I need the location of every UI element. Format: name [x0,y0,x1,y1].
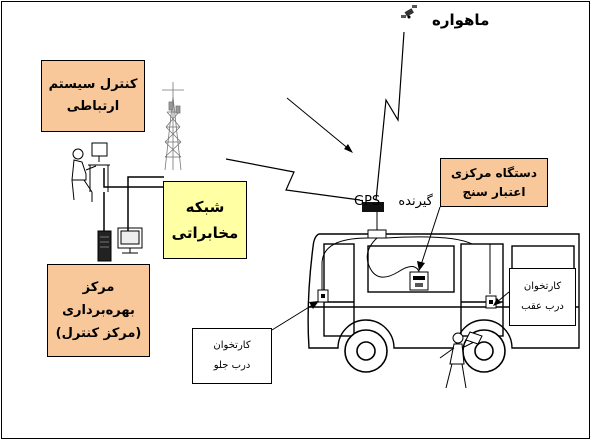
arrow-to-front-reader [271,301,319,331]
bus-wheels [344,329,506,373]
comm-control-line1: کنترل سیستم [48,77,138,92]
front-reader-box: کارتخوان درب جلو [192,328,272,384]
comm-control-box: کنترل سیستم ارتباطی [41,60,145,132]
gps-receiver-label: GPS گیرنده [354,194,433,209]
central-validator-line2: اعتبار سنج [462,184,526,199]
passenger-icon [439,331,483,389]
computer-monitor-icon [117,227,143,254]
bus-cabling [321,236,491,294]
operations-center-line2: بهره‌برداری [62,303,135,318]
front-reader-line2: درب جلو [213,360,251,371]
arrow-to-rear-reader [493,291,510,306]
operations-center-line3: (مرکز کنترل) [55,326,142,341]
central-validator-icon [409,271,429,291]
server-icon [97,230,112,262]
operations-center-box: مرکز بهره‌برداری (مرکز کنترل) [47,264,150,357]
satellite-signal-bolt [375,31,405,201]
front-reader-line1: کارتخوان [213,340,251,351]
comm-control-line2: ارتباطی [66,99,120,114]
network-line2: مخابراتی [171,224,239,242]
satellite-label: ماهواره [432,11,490,29]
central-validator-line1: دستگاه مرکزی [451,165,537,180]
incoming-signal-arrow [286,97,353,153]
network-signal-bolt [225,158,361,201]
front-card-reader-icon [317,289,329,303]
network-line1: شبکه [185,198,225,216]
link-server-to-network [127,176,164,231]
satellite-icon [401,5,417,19]
arrow-to-central-validator [417,206,441,271]
operations-center-line1: مرکز [82,280,115,295]
link-workstation-to-network [103,168,164,188]
central-validator-box: دستگاه مرکزی اعتبار سنج [440,158,548,207]
gps-receiver-gps-text: GPS [354,194,381,209]
antenna-tower-icon [162,82,184,171]
rear-reader-box: کارتخوان درب عقب [509,268,576,326]
gps-receiver-word-text: گیرنده [398,194,433,209]
rear-reader-line1: کارتخوان [523,281,562,292]
network-box: شبکه مخابراتی [163,181,247,259]
operator-workstation-icon [71,142,110,202]
rear-card-reader-icon [485,295,497,309]
rear-reader-line2: درب عقب [521,301,564,312]
